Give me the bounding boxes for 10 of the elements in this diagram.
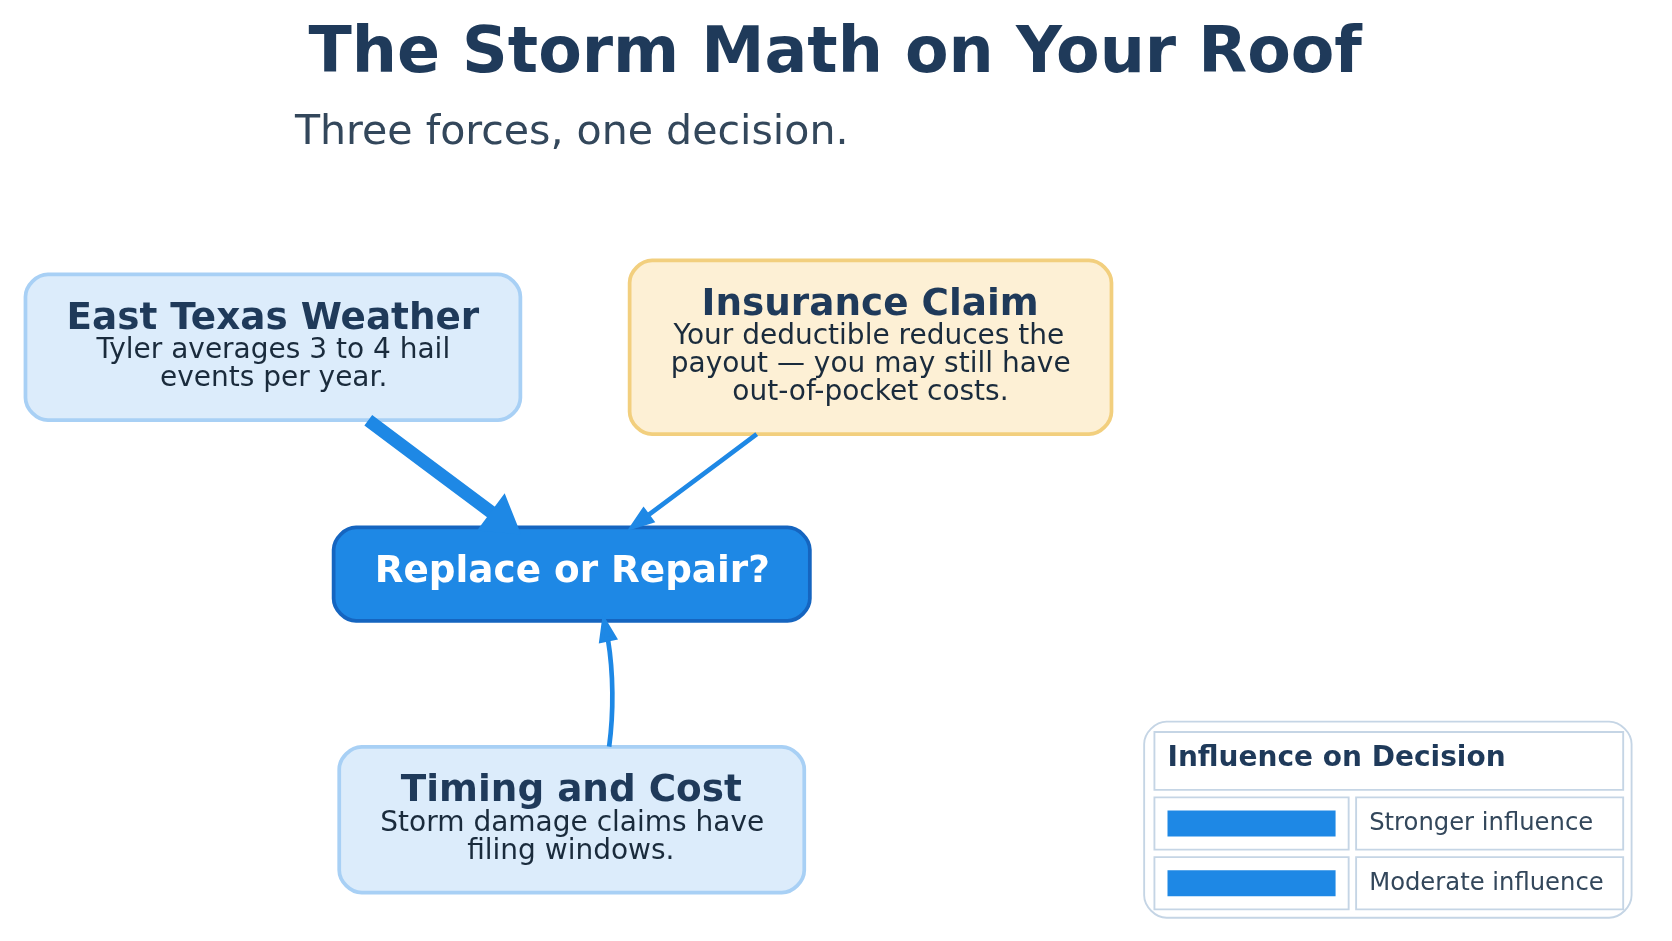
diagram-title: The Storm Math on Your Roof [308, 13, 1362, 88]
node-box: Insurance Claim Your deductible reduces the payout — you may still have out-of-pocket costs. [627, 258, 1114, 436]
legend-label: Moderate influence [1369, 866, 1604, 896]
node-box: Timing and Cost Storm damage claims have filing windows. [337, 745, 807, 895]
node-box: Replace or Repair? [331, 525, 812, 623]
node-box: East Texas Weather Tyler averages 3 to 4 hail events per year. [23, 272, 523, 422]
label: Influence on Decision [1167, 739, 1506, 773]
legend-label: Stronger influence [1369, 806, 1594, 836]
label: Three forces, one decision. [294, 105, 849, 154]
arrow [626, 432, 759, 532]
